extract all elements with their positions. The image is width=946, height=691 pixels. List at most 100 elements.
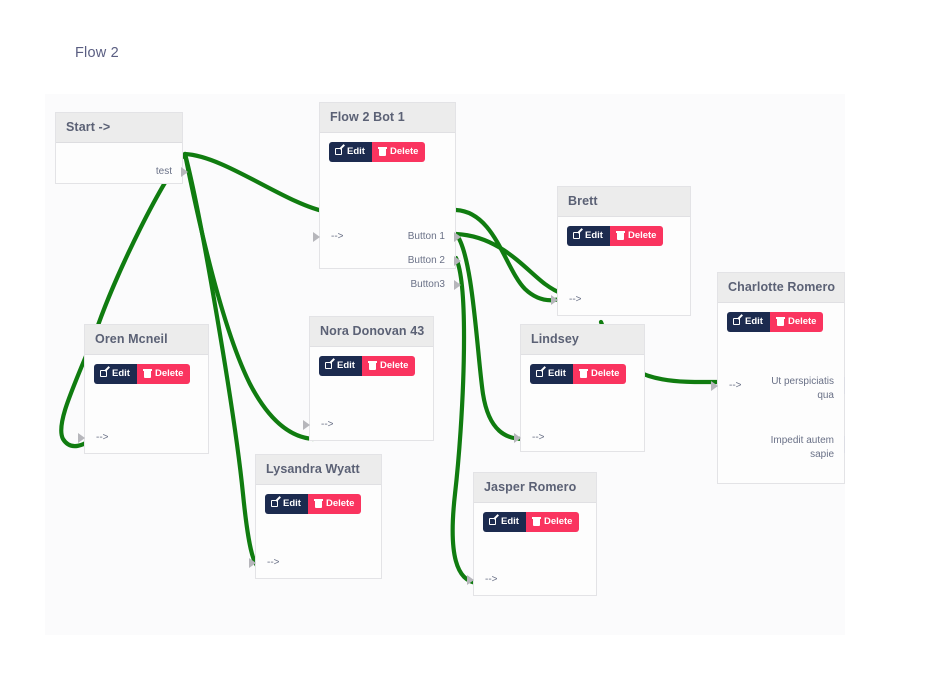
node-body: Edit Delete --> xyxy=(78,355,208,452)
edit-button-label: Edit xyxy=(283,498,301,509)
port-label: test xyxy=(155,166,172,177)
port-arrow-icon xyxy=(551,295,558,305)
edit-button-label: Edit xyxy=(501,516,519,527)
delete-button-label: Delete xyxy=(787,316,817,327)
delete-button-label: Delete xyxy=(389,146,419,157)
edge-start-to-flow2bot1 xyxy=(182,151,330,215)
edit-button[interactable]: Edit xyxy=(319,356,362,376)
delete-button[interactable]: Delete xyxy=(307,494,362,514)
delete-button-label: Delete xyxy=(627,230,657,241)
edge-button2-to-brett xyxy=(453,231,575,297)
edit-button[interactable]: Edit xyxy=(329,142,372,162)
port-in[interactable]: --> xyxy=(729,379,742,393)
delete-button[interactable]: Delete xyxy=(371,142,426,162)
trash-icon xyxy=(367,361,377,371)
node-body: test xyxy=(56,143,188,182)
edit-button[interactable]: Edit xyxy=(530,364,573,384)
delete-button-label: Delete xyxy=(154,368,184,379)
port-label: --> xyxy=(569,294,582,305)
trash-icon xyxy=(775,317,785,327)
trash-icon xyxy=(578,369,588,379)
edit-button[interactable]: Edit xyxy=(265,494,308,514)
port-label: --> xyxy=(267,557,280,568)
node-title: Jasper Romero xyxy=(474,473,596,503)
port-in[interactable]: --> xyxy=(321,418,334,432)
port-label: --> xyxy=(729,380,742,391)
edit-button-label: Edit xyxy=(548,368,566,379)
port-in[interactable]: --> xyxy=(331,230,344,244)
node-oren-mcneil[interactable]: Oren Mcneil Edit Delete --> xyxy=(78,324,209,454)
port-out-ut-perspiciatis-qua[interactable]: Ut perspiciatis qua xyxy=(756,375,834,402)
flow-header-bar: Flow 2 xyxy=(45,21,845,94)
pencil-icon xyxy=(335,147,344,156)
pencil-icon xyxy=(325,361,334,370)
node-body: Edit Delete --> Ut perspiciatis qua Im xyxy=(711,303,845,482)
pencil-icon xyxy=(536,369,545,378)
delete-button[interactable]: Delete xyxy=(769,312,824,332)
flow-canvas[interactable]: Start -> test Flow 2 Bot 1 Edit xyxy=(45,94,845,635)
edit-button[interactable]: Edit xyxy=(483,512,526,532)
port-in[interactable]: --> xyxy=(532,431,545,445)
edit-button[interactable]: Edit xyxy=(727,312,770,332)
node-flow2bot1[interactable]: Flow 2 Bot 1 Edit Delete --> xyxy=(313,102,461,290)
port-in[interactable]: --> xyxy=(485,573,498,587)
port-in[interactable]: --> xyxy=(569,293,582,307)
edit-button[interactable]: Edit xyxy=(94,364,137,384)
edit-button-label: Edit xyxy=(745,316,763,327)
port-arrow-icon xyxy=(78,433,85,443)
trash-icon xyxy=(313,499,323,509)
node-actions: Edit Delete xyxy=(530,364,627,384)
port-out-button-1[interactable]: Button 1 xyxy=(408,230,445,244)
page-title: Flow 2 xyxy=(75,45,119,61)
port-out-button-3[interactable]: Button3 xyxy=(411,278,445,292)
delete-button[interactable]: Delete xyxy=(136,364,191,384)
port-label: Button3 xyxy=(410,279,445,290)
port-out-impedit-autem-sapie[interactable]: Impedit autem sapie xyxy=(756,434,834,461)
node-jasper-romero[interactable]: Jasper Romero Edit Delete --> xyxy=(467,472,597,596)
port-out-button-2[interactable]: Button 2 xyxy=(408,254,445,268)
port-label: --> xyxy=(532,432,545,443)
edit-button-label: Edit xyxy=(112,368,130,379)
port-arrow-icon xyxy=(514,433,521,443)
node-nora-donovan[interactable]: Nora Donovan 43 Edit Delete --> xyxy=(303,316,434,441)
node-title: Brett xyxy=(558,187,690,217)
delete-button[interactable]: Delete xyxy=(572,364,627,384)
node-body: Edit Delete --> xyxy=(514,355,644,450)
delete-button[interactable]: Delete xyxy=(525,512,580,532)
port-in[interactable]: --> xyxy=(96,431,109,445)
node-body: Edit Delete --> xyxy=(249,485,381,577)
delete-button-label: Delete xyxy=(379,360,409,371)
port-label: --> xyxy=(331,231,344,242)
port-arrow-icon xyxy=(303,420,310,430)
port-arrow-icon xyxy=(454,280,461,290)
node-charlotte-romero[interactable]: Charlotte Romero Edit Delete --> xyxy=(711,272,845,484)
pencil-icon xyxy=(489,517,498,526)
delete-button-label: Delete xyxy=(590,368,620,379)
port-label: --> xyxy=(485,574,498,585)
port-label: Button 2 xyxy=(407,255,445,266)
node-actions: Edit Delete xyxy=(727,312,824,332)
node-title: Lindsey xyxy=(521,325,644,355)
pencil-icon xyxy=(733,317,742,326)
node-start[interactable]: Start -> test xyxy=(55,112,188,184)
node-lysandra-wyatt[interactable]: Lysandra Wyatt Edit Delete --> xyxy=(249,454,382,579)
trash-icon xyxy=(377,147,387,157)
node-lindsey[interactable]: Lindsey Edit Delete --> xyxy=(514,324,645,452)
port-arrow-icon xyxy=(313,232,320,242)
pencil-icon xyxy=(100,369,109,378)
trash-icon xyxy=(531,517,541,527)
trash-icon xyxy=(142,369,152,379)
node-actions: Edit Delete xyxy=(94,364,191,384)
delete-button-label: Delete xyxy=(325,498,355,509)
port-in[interactable]: --> xyxy=(267,556,280,570)
delete-button[interactable]: Delete xyxy=(361,356,416,376)
node-brett[interactable]: Brett Edit Delete --> xyxy=(551,186,691,316)
node-title: Lysandra Wyatt xyxy=(256,455,381,485)
edit-button-label: Edit xyxy=(347,146,365,157)
port-label: --> xyxy=(321,419,334,430)
delete-button[interactable]: Delete xyxy=(609,226,664,246)
port-out-test[interactable]: test xyxy=(156,165,172,179)
edit-button[interactable]: Edit xyxy=(567,226,610,246)
node-title: Oren Mcneil xyxy=(85,325,208,355)
